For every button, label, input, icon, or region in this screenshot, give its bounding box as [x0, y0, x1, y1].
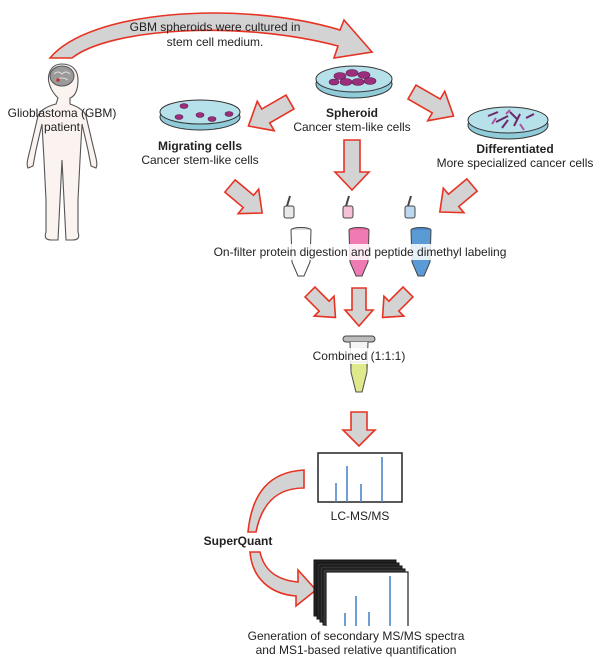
migrating-title: Migrating cells — [158, 139, 242, 153]
arrow-light-to-combined — [303, 285, 337, 319]
lcms-label: LC-MS/MS — [331, 509, 390, 523]
tumor-marker — [56, 78, 60, 82]
spheroid-dish-icon — [315, 65, 393, 99]
superquant-curve-lower — [249, 551, 318, 608]
patient-body-outline — [26, 63, 98, 241]
differentiated-subtitle: More specialized cancer cells — [437, 156, 594, 170]
arrow-medium-to-combined — [343, 287, 375, 328]
arrow-to-differentiated — [406, 83, 455, 122]
final-step-line2: and MS1-based relative quantification — [256, 643, 457, 657]
arrow-heavy-to-combined — [381, 285, 415, 319]
migrating-dish-icon — [159, 99, 241, 131]
patient-label-line2: patient — [44, 120, 81, 134]
culture-step-line2: stem cell medium. — [167, 35, 264, 49]
final-step-line1: Generation of secondary MS/MS spectra — [248, 629, 465, 643]
brain-icon — [49, 65, 75, 87]
arrow-differentiated-to-tube — [438, 177, 479, 214]
label-backdrop — [300, 348, 418, 364]
lcms-spectrum-icon — [317, 452, 403, 503]
tube-light-icon — [283, 195, 312, 277]
culture-curved-arrow — [48, 12, 374, 59]
stacked-spectra-icon — [313, 559, 409, 629]
superquant-label: SuperQuant — [204, 534, 273, 548]
superquant-curve-upper — [247, 469, 305, 533]
combined-label: Combined (1:1:1) — [313, 349, 406, 363]
spheroid-subtitle: Cancer stem-like cells — [293, 120, 410, 134]
tube-heavy-icon — [404, 195, 432, 277]
patient-label-line1: Glioblastoma (GBM) — [8, 106, 117, 120]
spheroid-title: Spheroid — [326, 106, 378, 120]
migrating-subtitle: Cancer stem-like cells — [141, 153, 258, 167]
label-backdrop — [180, 244, 540, 260]
tube-medium-icon — [342, 195, 370, 277]
differentiated-dish-icon — [467, 106, 549, 140]
arrow-migrating-to-tube — [223, 178, 264, 215]
culture-step-line1: GBM spheroids were cultured in — [130, 20, 301, 34]
arrow-combined-to-lcms — [341, 411, 377, 448]
spectra-base-mask — [320, 626, 412, 630]
arrow-spheroid-down — [333, 139, 371, 192]
patient-figure — [26, 63, 98, 241]
labeling-step-label: On-filter protein digestion and peptide … — [214, 245, 507, 259]
differentiated-title: Differentiated — [476, 142, 553, 156]
arrow-to-migrating — [247, 93, 296, 132]
